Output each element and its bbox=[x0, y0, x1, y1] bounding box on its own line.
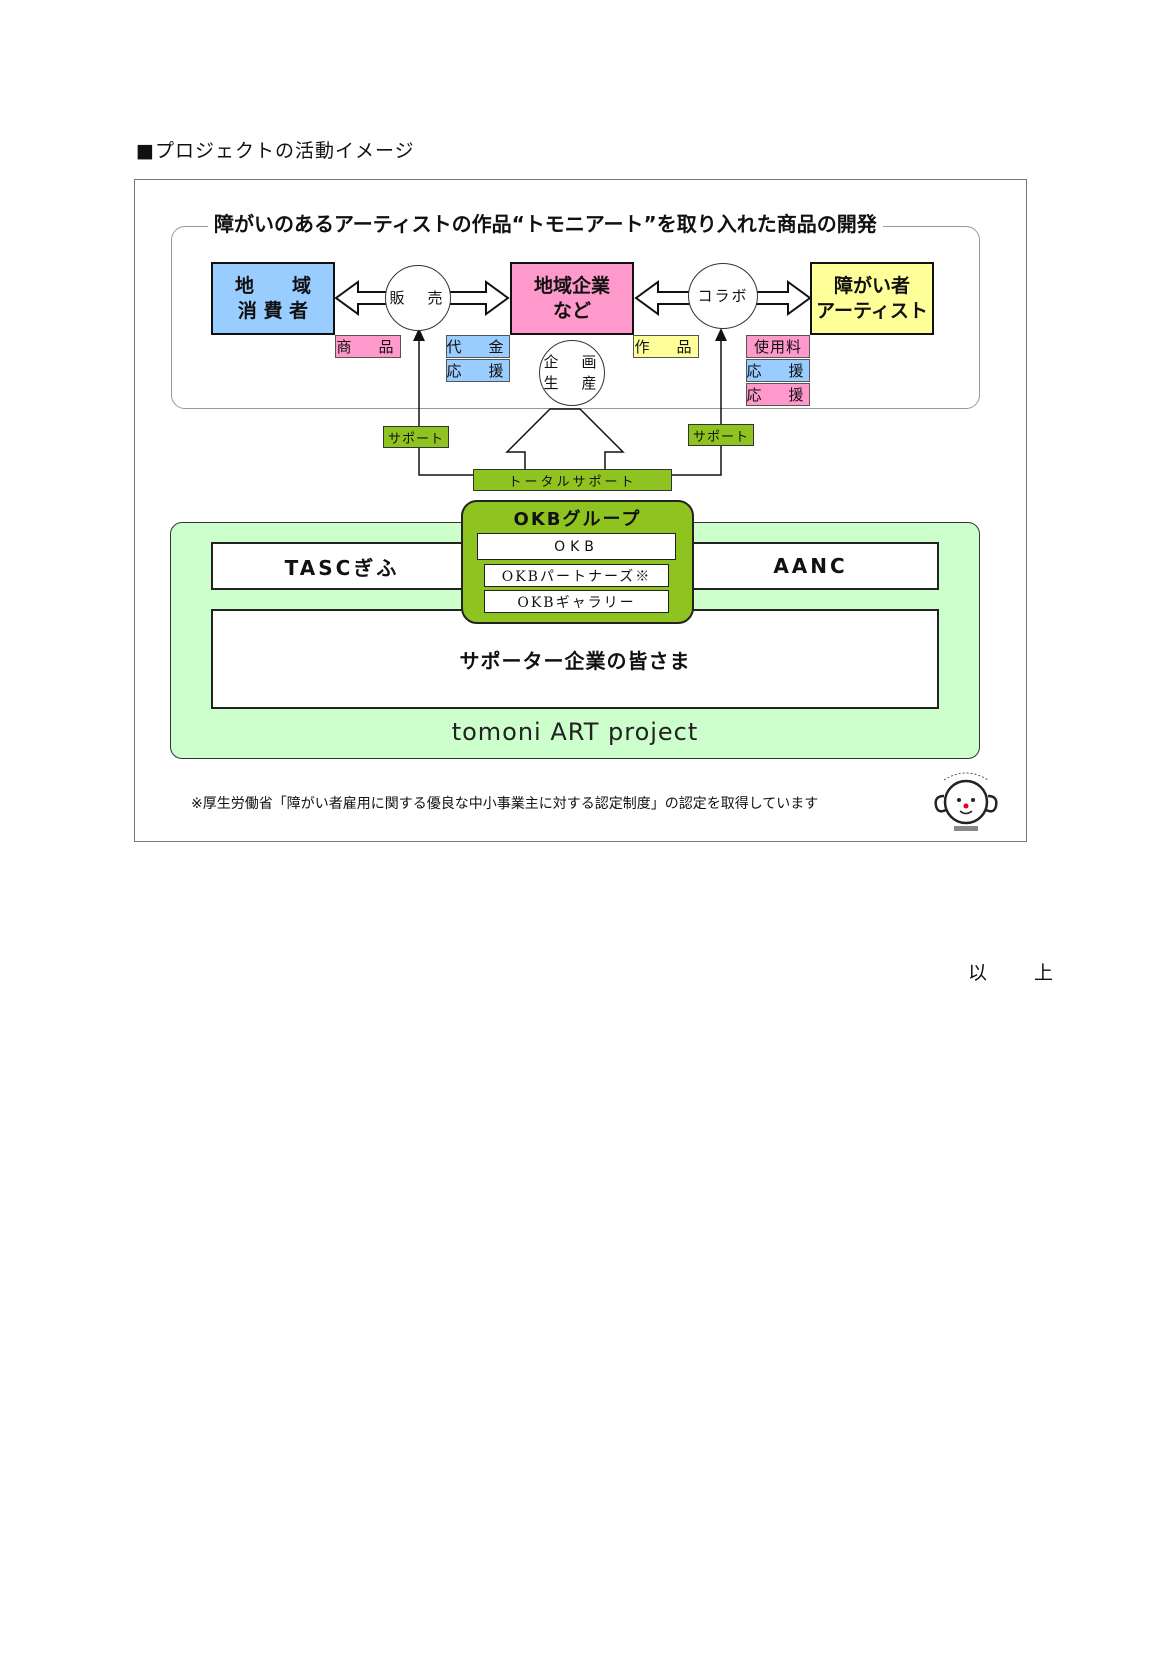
total-support-tag: トータルサポート bbox=[473, 469, 672, 491]
certification-logo-icon bbox=[934, 772, 998, 831]
support-right-line bbox=[668, 334, 722, 476]
product-development-title: 障がいのあるアーティストの作品“トモニアート”を取り入れた商品の開発 bbox=[208, 208, 883, 237]
aanc-box: AANC bbox=[682, 542, 939, 590]
okb-partners-box: OKBパートナーズ※ bbox=[484, 564, 669, 587]
support-left-arrowhead bbox=[413, 328, 425, 341]
artists-node: 障がい者 アーティスト bbox=[810, 262, 934, 335]
closing-text: 以 上 bbox=[968, 962, 1068, 984]
diagram-frame bbox=[134, 179, 1027, 842]
support-tag-2: 応 援 bbox=[746, 359, 810, 382]
support-right-arrowhead bbox=[715, 328, 727, 341]
okb-box: OKB bbox=[477, 533, 676, 560]
tasc-gifu-box: TASCぎふ bbox=[211, 542, 473, 590]
support-tag-1: 応 援 bbox=[446, 359, 510, 382]
support-right-tag: サポート bbox=[688, 424, 754, 446]
collab-circle: コラボ bbox=[688, 263, 758, 329]
support-left-line bbox=[418, 334, 473, 476]
work-tag: 作 品 bbox=[633, 335, 699, 358]
supporter-companies-box: サポーター企業の皆さま bbox=[211, 609, 939, 709]
diagram-arrows bbox=[334, 280, 812, 476]
usage-fee-tag: 使用料 bbox=[746, 335, 810, 358]
consumers-node: 地 域 消 費 者 bbox=[211, 262, 335, 335]
support-tag-3: 応 援 bbox=[746, 383, 810, 406]
support-left-tag: サポート bbox=[383, 426, 449, 448]
section-heading: ■プロジェクトの活動イメージ bbox=[136, 140, 415, 162]
sales-circle: 販 売 bbox=[385, 265, 451, 331]
product-tag: 商 品 bbox=[335, 335, 401, 358]
project-name: tomoni ART project bbox=[451, 718, 699, 746]
okb-gallery-box: OKBギャラリー bbox=[484, 590, 669, 613]
okb-group-title: OKBグループ bbox=[513, 509, 642, 530]
payment-tag: 代 金 bbox=[446, 335, 510, 358]
certification-note: ※厚生労働省「障がい者雇用に関する優良な中小事業主に対する認定制度」の認定を取得… bbox=[191, 796, 819, 812]
companies-node: 地域企業 など bbox=[510, 262, 634, 335]
planning-circle: 企 画 生 産 bbox=[539, 340, 605, 406]
total-support-arrow bbox=[505, 408, 625, 471]
